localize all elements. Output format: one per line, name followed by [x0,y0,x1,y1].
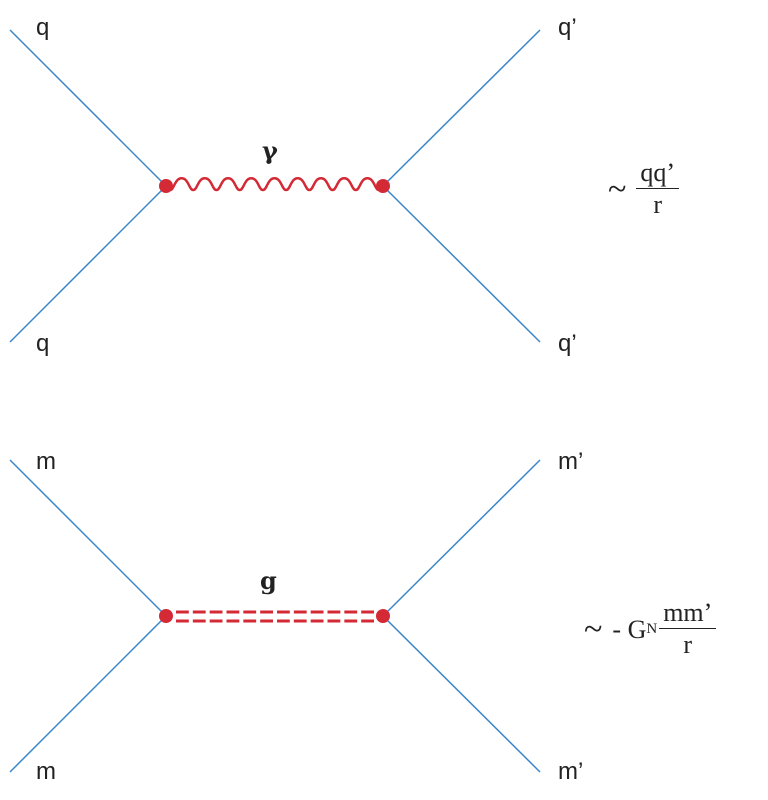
denominator: r [653,190,663,219]
vertex-dot [159,179,173,193]
coulomb-formula: ~ qq’r [608,158,680,221]
subscript: N [646,621,658,637]
vertex-dot [376,179,390,193]
denominator: r [683,630,693,659]
fermion-line [9,459,167,617]
vertex-dot [376,609,390,623]
fermion-line [382,185,541,343]
particle-label: q’ [558,330,577,357]
fermion-line [9,185,167,343]
numerator: mm’ [659,598,717,629]
vertex-dot [159,609,173,623]
fermion-line [382,615,541,773]
graviton-double-dashed-line [176,610,374,623]
particle-label: m [36,448,56,475]
photon-label: γ [262,136,278,165]
tilde: ~ [584,610,603,648]
particle-label: q [36,14,50,41]
graviton-label: g [260,566,277,595]
fermion-line [9,29,167,187]
numerator: qq’ [636,158,680,189]
tilde: ~ [608,170,627,208]
particle-label: q’ [558,14,577,41]
prefix: - G [612,614,647,644]
particle-label: m’ [558,448,584,475]
fermion-line [382,459,541,617]
particle-label: q [36,330,50,357]
particle-label: m’ [558,758,584,785]
particle-label: m [36,758,56,785]
fermion-line [9,615,167,773]
photon-wavy-line [169,177,380,192]
fermion-line [382,29,541,187]
